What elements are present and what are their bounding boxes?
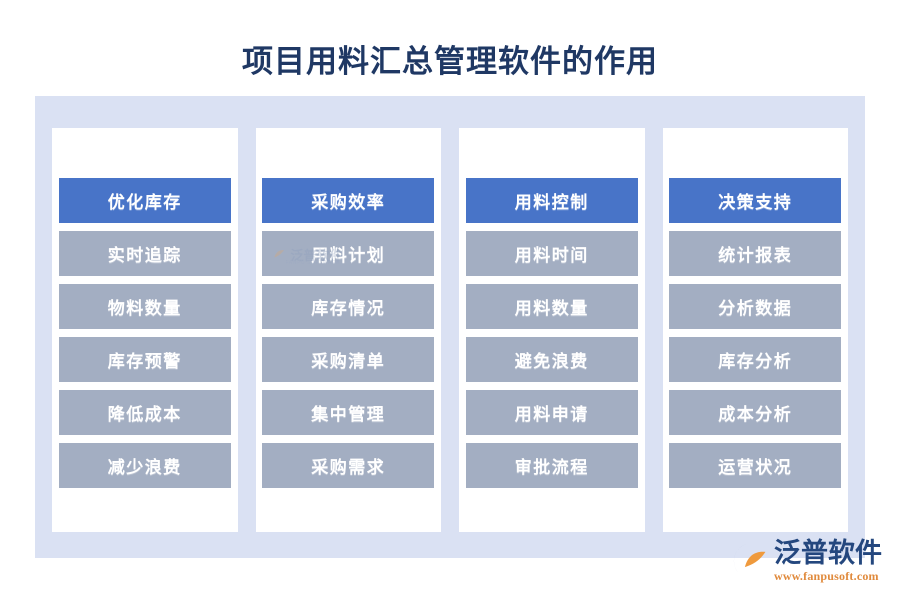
column-item-chip[interactable]: 统计报表 (669, 231, 842, 276)
column-item-chip[interactable]: 采购需求 (262, 443, 435, 488)
column-header-chip[interactable]: 用料控制 (465, 178, 638, 223)
brand-url: www.fanpusoft.com (774, 569, 879, 583)
column-purchase-efficiency: 泛普软件 FANPU SOFTWARE 采购效率 用料计划 库存情况 采购清单 … (255, 128, 441, 532)
column-item-chip[interactable]: 物料数量 (58, 284, 231, 329)
brand-name: 泛普软件 (774, 538, 882, 568)
column-item-chip[interactable]: 集中管理 (262, 390, 435, 435)
column-header-chip[interactable]: 采购效率 (262, 178, 435, 223)
column-item-chip[interactable]: 实时追踪 (58, 231, 231, 276)
column-item-chip[interactable]: 避免浪费 (465, 337, 638, 382)
page-title: 项目用料汇总管理软件的作用 (242, 44, 658, 79)
column-item-chip[interactable]: 成本分析 (669, 390, 842, 435)
brand-text: 泛普软件 www.fanpusoft.com (774, 538, 882, 583)
column-item-chip[interactable]: 运营状况 (669, 443, 842, 488)
column-item-chip[interactable]: 用料时间 (465, 231, 638, 276)
column-item-chip[interactable]: 减少浪费 (58, 443, 231, 488)
column-item-chip[interactable]: 审批流程 (465, 443, 638, 488)
column-item-chip[interactable]: 用料申请 (465, 390, 638, 435)
column-item-chip[interactable]: 分析数据 (669, 284, 842, 329)
column-item-chip[interactable]: 用料计划 (262, 231, 435, 276)
columns-container: 优化库存 实时追踪 物料数量 库存预警 降低成本 减少浪费 泛普软件 FANPU… (52, 128, 848, 532)
column-material-control: 用料控制 用料时间 用料数量 避免浪费 用料申请 审批流程 (459, 128, 645, 532)
column-item-chip[interactable]: 库存情况 (262, 284, 435, 329)
column-item-chip[interactable]: 库存分析 (669, 337, 842, 382)
fanpu-swoosh-logo-icon (733, 543, 766, 579)
column-optimize-inventory: 优化库存 实时追踪 物料数量 库存预警 降低成本 减少浪费 (52, 128, 238, 532)
column-decision-support: 决策支持 统计报表 分析数据 库存分析 成本分析 运营状况 (662, 128, 848, 532)
column-header-chip[interactable]: 优化库存 (58, 178, 231, 223)
column-header-chip[interactable]: 决策支持 (669, 178, 842, 223)
column-item-chip[interactable]: 降低成本 (58, 390, 231, 435)
column-item-chip[interactable]: 采购清单 (262, 337, 435, 382)
column-item-chip[interactable]: 库存预警 (58, 337, 231, 382)
brand-logo: 泛普软件 www.fanpusoft.com (732, 538, 882, 584)
column-item-chip[interactable]: 用料数量 (465, 284, 638, 329)
